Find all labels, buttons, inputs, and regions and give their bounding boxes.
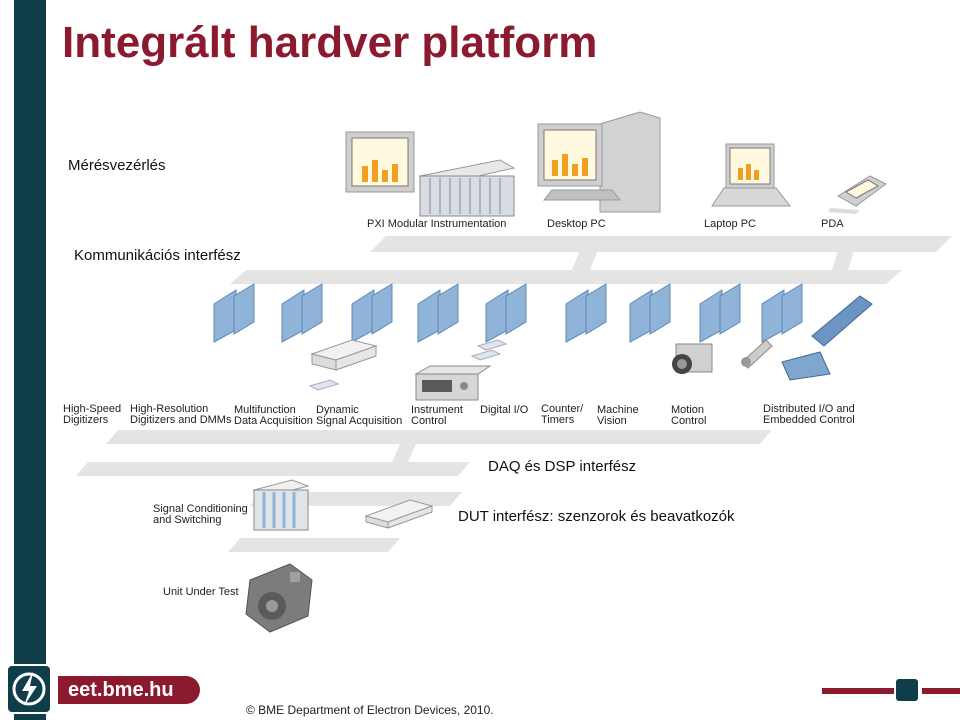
engine-icon bbox=[245, 563, 313, 633]
signal-conditioning-icon bbox=[252, 479, 310, 531]
label-pxi: PXI Modular Instrumentation bbox=[367, 218, 507, 230]
daq-bus bbox=[76, 430, 772, 552]
label-desktop: Desktop PC bbox=[547, 218, 606, 230]
laptop-pc-icon bbox=[711, 143, 792, 207]
switch-box-icon bbox=[364, 499, 434, 529]
sidebar-band bbox=[14, 0, 46, 720]
pda-icon bbox=[828, 175, 887, 214]
daq-cards bbox=[213, 283, 803, 343]
section-comm: Kommunikációs interfész bbox=[74, 247, 241, 264]
section-dut: DUT interfész: szenzorok és beavatkozók bbox=[458, 508, 735, 525]
page-title: Integrált hardver platform bbox=[62, 18, 598, 67]
section-control: Mérésvezérlés bbox=[68, 157, 166, 174]
pxi-monitor-icon bbox=[345, 131, 415, 193]
footer-square bbox=[896, 679, 918, 701]
instrument-icon bbox=[414, 365, 492, 401]
motor-icon bbox=[741, 339, 773, 369]
label-pda: PDA bbox=[821, 218, 844, 230]
footer-bar-left bbox=[822, 688, 894, 694]
multifunction-box-icon bbox=[308, 339, 508, 391]
label-digital-io: Digital I/O bbox=[480, 404, 529, 416]
label-laptop: Laptop PC bbox=[704, 218, 756, 230]
brand-link[interactable]: eet.bme.hu bbox=[58, 676, 200, 704]
distributed-io-icon bbox=[781, 295, 873, 381]
bme-logo-icon bbox=[6, 664, 52, 714]
copyright-text: © BME Department of Electron Devices, 20… bbox=[246, 703, 494, 717]
label-counter: Counter/Timers bbox=[541, 403, 584, 426]
footer-bar-right bbox=[922, 688, 960, 694]
label-uut: Unit Under Test bbox=[163, 586, 239, 598]
section-daq: DAQ és DSP interfész bbox=[488, 458, 637, 475]
comm-bus bbox=[230, 236, 952, 284]
camera-icon bbox=[672, 343, 713, 374]
pxi-chassis-icon bbox=[418, 159, 516, 217]
desktop-pc-icon bbox=[537, 111, 661, 213]
